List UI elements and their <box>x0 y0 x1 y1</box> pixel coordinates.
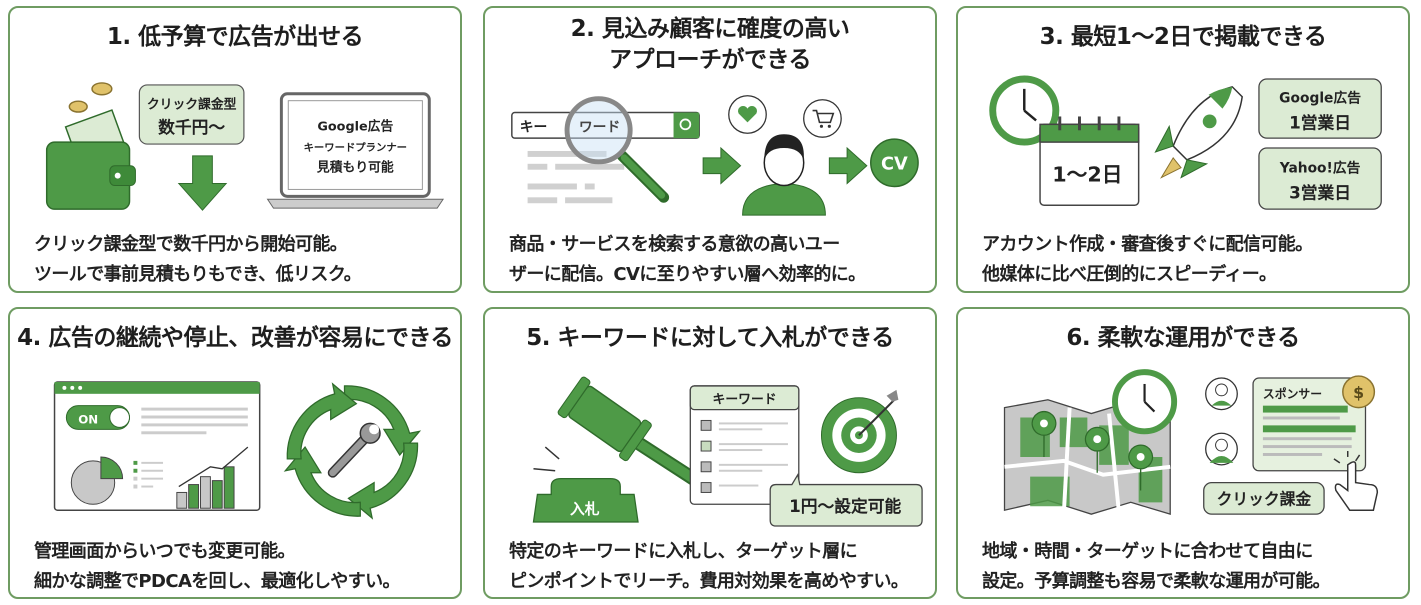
user-avatar-female <box>1205 377 1238 411</box>
title-line: 2. 見込み顧客に確度の高い <box>570 16 850 42</box>
clock-icon <box>1112 369 1178 435</box>
illustration-fast-launch: 1〜2日 Google広告 1営業日 Yahoo!広告 3営業日 <box>989 75 1382 210</box>
description-line: クリック課金型で数千円から開始可能。 <box>34 234 348 255</box>
dashboard-window: ON <box>53 381 261 511</box>
card-title: 1. 低予算で広告が出せる <box>106 24 364 50</box>
right-arrow-icon <box>702 146 742 185</box>
description-line: 地域・時間・ターゲットに合わせて自由に <box>982 541 1313 562</box>
google-badge: Google広告 1営業日 <box>1258 78 1382 139</box>
svg-text:Google広告: Google広告 <box>1279 90 1361 107</box>
svg-text:ON: ON <box>78 412 98 426</box>
pointer-hand-icon <box>1333 451 1379 511</box>
sponsored-ad-card: スポンサー <box>1252 377 1367 472</box>
price-bubble: クリック課金型 数千円〜 <box>138 84 245 145</box>
card-title: 4. 広告の継続や停止、改善が容易にできる <box>17 325 453 351</box>
search-bar <box>511 111 700 204</box>
description-line: 細かな調整でPDCAを回し、最適化しやすい。 <box>34 571 401 592</box>
illustration-easy-control: ON <box>53 381 422 520</box>
cycle-wrench-icon <box>283 382 422 520</box>
svg-text:スポンサー: スポンサー <box>1263 387 1322 401</box>
svg-text:1営業日: 1営業日 <box>1289 112 1351 132</box>
calendar-icon: 1〜2日 <box>1039 116 1140 206</box>
card-description: クリック課金型で数千円から開始可能。 ツールで事前見積もりもでき、低リスク。 <box>34 230 450 290</box>
svg-text:キーワード: キーワード <box>713 393 777 408</box>
card-fast-launch: 3. 最短1〜2日で掲載できる 1〜2日 Google広告 1営業日 Ya <box>956 6 1410 293</box>
svg-text:3営業日: 3営業日 <box>1289 182 1351 202</box>
card-description: 商品・サービスを検索する意欲の高いユー ザーに配信。CVに至りやすい層へ効率的に… <box>509 230 925 290</box>
user-avatar-male <box>1205 432 1238 466</box>
card-title: 5. キーワードに対して入札ができる <box>526 325 894 351</box>
person-icon <box>742 134 826 216</box>
card-easy-control: 4. 広告の継続や停止、改善が容易にできる ON <box>8 307 462 599</box>
svg-text:$: $ <box>1353 383 1364 402</box>
bid-block: 入札 <box>532 478 639 523</box>
card-description: 特定のキーワードに入札し、ターゲット層に ピンポイントでリーチ。費用対効果を高め… <box>509 537 925 597</box>
card-title: 6. 柔軟な運用ができる <box>1066 325 1300 351</box>
card-low-budget: 1. 低予算で広告が出せる クリック課金型 数千円〜 Google広告 キーワー… <box>8 6 462 293</box>
description-line: アカウント作成・審査後すぐに配信可能。 <box>982 234 1313 255</box>
bubble-line: 数千円〜 <box>158 117 225 137</box>
laptop-line: Google広告 <box>317 118 393 134</box>
yahoo-badge: Yahoo!広告 3営業日 <box>1258 147 1382 210</box>
illustration-low-budget: クリック課金型 数千円〜 Google広告 キーワードプランナー 見積もり可能 <box>45 82 445 211</box>
heart-bubble-icon <box>728 95 767 134</box>
map-icon <box>1003 399 1171 517</box>
description-line: 管理画面からいつでも変更可能。 <box>34 541 296 562</box>
illustration-keyword-bidding: 入札 キーワード 1円〜設定可能 <box>532 376 923 527</box>
wallet-icon <box>45 109 136 210</box>
title-line: アプローチができる <box>608 47 812 73</box>
svg-text:Yahoo!広告: Yahoo!広告 <box>1279 160 1361 177</box>
laptop-line: 見積もり可能 <box>316 160 394 176</box>
search-icon <box>679 118 692 131</box>
down-arrow-icon <box>177 155 228 211</box>
illustration-high-intent: キー ワード CV <box>511 95 919 216</box>
coins-icon <box>68 82 113 113</box>
magnifier-icon <box>564 96 670 203</box>
card-title: 2. 見込み顧客に確度の高い アプローチができる <box>485 14 935 76</box>
search-query: キー ワード <box>520 119 621 135</box>
svg-text:クリック課金: クリック課金 <box>1217 489 1312 508</box>
price-bubble: 1円〜設定可能 <box>769 472 923 527</box>
target-icon <box>820 389 899 474</box>
search-text: ワード <box>579 119 620 135</box>
laptop-line: キーワードプランナー <box>304 141 407 154</box>
click-charge-button: クリック課金 <box>1203 481 1325 515</box>
pie-chart-icon <box>70 456 124 505</box>
card-description: アカウント作成・審査後すぐに配信可能。 他媒体に比べ圧倒的にスピーディー。 <box>982 230 1398 290</box>
description-line: ザーに配信。CVに至りやすい層へ効率的に。 <box>509 264 866 285</box>
keyword-document: キーワード <box>689 385 800 505</box>
laptop-icon: Google広告 キーワードプランナー 見積もり可能 <box>266 92 445 209</box>
description-line: 特定のキーワードに入札し、ターゲット層に <box>509 541 858 562</box>
svg-text:CV: CV <box>881 155 908 175</box>
description-line: ツールで事前見積もりもでき、低リスク。 <box>34 264 362 285</box>
card-high-intent: 2. 見込み顧客に確度の高い アプローチができる キー ワード <box>483 6 937 293</box>
card-description: 管理画面からいつでも変更可能。 細かな調整でPDCAを回し、最適化しやすい。 <box>34 537 450 597</box>
cart-bubble-icon <box>803 99 842 138</box>
bubble-line: クリック課金型 <box>147 97 237 113</box>
right-arrow-icon <box>828 146 868 185</box>
on-toggle: ON <box>65 405 130 430</box>
description-line: 他媒体に比べ圧倒的にスピーディー。 <box>982 264 1277 285</box>
svg-text:1円〜設定可能: 1円〜設定可能 <box>789 496 901 516</box>
card-title: 3. 最短1〜2日で掲載できる <box>1039 24 1327 50</box>
description-line: ピンポイントでリーチ。費用対効果を高めやすい。 <box>509 571 909 592</box>
dollar-coin-icon: $ <box>1342 375 1376 409</box>
svg-text:入札: 入札 <box>570 500 600 518</box>
search-text: キー <box>520 119 548 135</box>
card-keyword-bidding: 5. キーワードに対して入札ができる 入札 キーワード <box>483 307 937 599</box>
card-flexible-operation: 6. 柔軟な運用ができる <box>956 307 1410 599</box>
illustration-flexible-operation: スポンサー $ クリック課金 <box>1003 369 1379 517</box>
rocket-icon <box>1154 86 1243 179</box>
svg-text:1〜2日: 1〜2日 <box>1052 163 1122 187</box>
card-description: 地域・時間・ターゲットに合わせて自由に 設定。予算調整も容易で柔軟な運用が可能。 <box>982 537 1398 597</box>
description-line: 商品・サービスを検索する意欲の高いユー <box>509 234 840 255</box>
description-line: 設定。予算調整も容易で柔軟な運用が可能。 <box>982 571 1331 592</box>
cv-badge: CV <box>870 138 919 188</box>
bar-chart-icon <box>176 446 249 509</box>
gavel-icon <box>533 376 701 486</box>
